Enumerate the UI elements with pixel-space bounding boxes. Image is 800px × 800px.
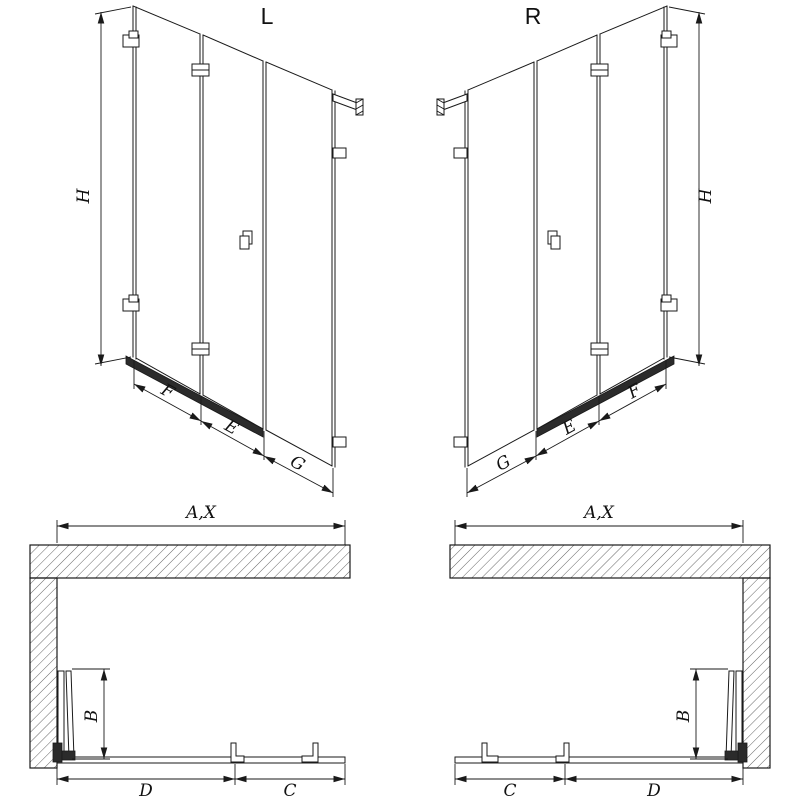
- glass-profile-bracket: [301, 742, 319, 763]
- dimension-bottom-left: D C: [56, 764, 346, 800]
- fold-hinge: [590, 63, 609, 77]
- dim-label-d-left: D: [138, 781, 153, 800]
- glass-profile-bracket: [230, 742, 245, 763]
- dim-label-ax-left: A,X: [184, 503, 217, 523]
- glass-profile-bracket: [555, 742, 570, 763]
- wall-hinge: [122, 294, 140, 312]
- wall-hatch-top: [449, 544, 771, 579]
- wall-bracket: [453, 147, 468, 159]
- variant-label-right: R: [525, 3, 542, 29]
- dimension-overall-right: A,X: [454, 503, 744, 545]
- pivot-hardware: [52, 742, 76, 763]
- dim-label-c-right: C: [503, 781, 516, 800]
- dimension-height-right: H: [668, 6, 716, 366]
- pivot-hardware: [724, 742, 748, 763]
- dimension-bottom-right: C D: [454, 764, 744, 800]
- dim-label-c-left: C: [283, 781, 296, 800]
- dim-label-b-right: B: [674, 710, 694, 724]
- dim-label-h-right: H: [696, 187, 716, 204]
- dim-label-ax-right: A,X: [582, 503, 615, 523]
- elevation-left-view: L: [74, 3, 364, 497]
- dim-label-b-left: B: [82, 710, 102, 724]
- plan-left-view: A,X B: [29, 503, 351, 800]
- dimension-depth-left: B: [72, 668, 110, 760]
- door-knob: [547, 230, 561, 250]
- wall-hinge: [122, 30, 140, 48]
- dimension-depth-right: B: [674, 668, 728, 760]
- dimension-overall-left: A,X: [56, 503, 346, 545]
- fold-hinge: [191, 63, 210, 77]
- tub-rail: [125, 355, 264, 438]
- wall-bracket: [332, 436, 347, 448]
- plan-right-view: A,X B: [449, 503, 771, 800]
- fold-hinge: [590, 342, 609, 356]
- dim-label-d-right: D: [646, 781, 661, 800]
- glass-profile-bracket: [481, 742, 499, 763]
- wall-hatch-side: [29, 577, 58, 769]
- wall-support-arm: [332, 93, 364, 116]
- door-knob: [239, 230, 253, 250]
- wall-hinge: [660, 30, 678, 48]
- wall-bracket: [453, 436, 468, 448]
- wall-hatch-side: [742, 577, 771, 769]
- wall-bracket: [332, 147, 347, 159]
- variant-label-left: L: [261, 3, 274, 29]
- dim-label-h-left: H: [74, 187, 94, 204]
- dim-label-g-right: G: [493, 452, 515, 476]
- tub-rail: [536, 355, 675, 438]
- elevation-right-view: R: [436, 3, 716, 497]
- wall-support-arm: [436, 93, 468, 116]
- wall-hatch-top: [29, 544, 351, 579]
- wall-hinge: [660, 294, 678, 312]
- fold-hinge: [191, 342, 210, 356]
- dim-label-g-left: G: [287, 452, 309, 476]
- dimension-height-left: H: [74, 6, 132, 366]
